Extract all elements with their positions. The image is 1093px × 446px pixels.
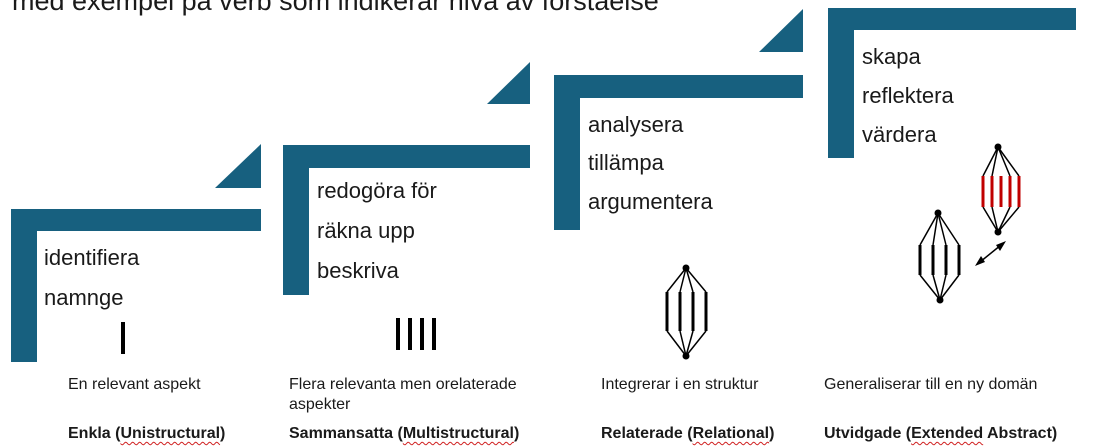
level-2-verb-3: beskriva: [317, 258, 399, 283]
level-1-label: Enkla (Unistructural): [68, 425, 225, 443]
integrated-structure-icon: [665, 264, 708, 360]
four-lines-icon: [396, 318, 436, 350]
level-4-label-main: Utvidgade (: [824, 425, 912, 442]
step-3-shape: [554, 9, 803, 230]
level-2-description: Flera relevanta men orelaterade aspekter: [289, 376, 517, 413]
step-2-arrow-tip: [487, 62, 530, 104]
level-3-label-term: Relational: [692, 425, 770, 442]
level-4-description: Generaliserar till en ny domän: [824, 376, 1038, 393]
level-2-label: Sammansatta (Multistructural): [289, 425, 519, 443]
level-1-label-main: Enkla (: [68, 425, 121, 442]
step-1-arrow-tip: [215, 144, 261, 188]
level-3-verb-1: analysera: [588, 112, 684, 137]
step-2-shape: [283, 62, 530, 295]
step-3-arrow-tip: [759, 9, 803, 52]
level-3-label: Relaterade (Relational): [601, 425, 774, 443]
level-1-description: En relevant aspekt: [68, 376, 201, 393]
level-4-verb-2: reflektera: [862, 83, 954, 108]
level-3-verb-3: argumentera: [588, 189, 713, 214]
level-4-label: Utvidgade (Extended Abstract): [824, 425, 1057, 443]
level-1-label-end: ): [220, 425, 226, 442]
level-1-verb-1: identifiera: [44, 245, 140, 270]
extended-structure-red-icon: [981, 143, 1021, 236]
level-1-label-term: Unistructural: [120, 425, 221, 442]
level-4-verb-1: skapa: [862, 44, 921, 69]
level-2-label-term: Multistructural: [402, 425, 514, 442]
level-3-label-main: Relaterade (: [601, 425, 693, 442]
level-2-label-main: Sammansatta (: [289, 425, 403, 442]
level-4-label-term: Extended: [911, 425, 984, 442]
level-3-verb-2: tillämpa: [588, 150, 664, 175]
step-4-shape: [828, 8, 1076, 158]
level-3-description: Integrerar i en struktur: [601, 376, 759, 393]
diagram-title: med exempel på verb som indikerar nivå a…: [12, 0, 659, 16]
step-2-bracket: [283, 145, 530, 295]
level-2-verb-1: redogöra för: [317, 178, 437, 203]
level-4-verb-3: värdera: [862, 122, 937, 147]
double-arrow-icon: [975, 241, 1006, 266]
step-1-bracket: [11, 209, 261, 362]
level-3-label-end: ): [769, 425, 775, 442]
step-3-bracket: [554, 75, 803, 230]
level-2-label-end: ): [513, 425, 520, 442]
extended-structure-black-icon: [918, 209, 961, 304]
level-4-label-end: Abstract): [983, 425, 1058, 442]
level-1-verb-2: namnge: [44, 285, 124, 310]
level-2-verb-2: räkna upp: [317, 218, 415, 243]
step-1-shape: [11, 144, 261, 362]
step-4-bracket: [828, 8, 1076, 158]
